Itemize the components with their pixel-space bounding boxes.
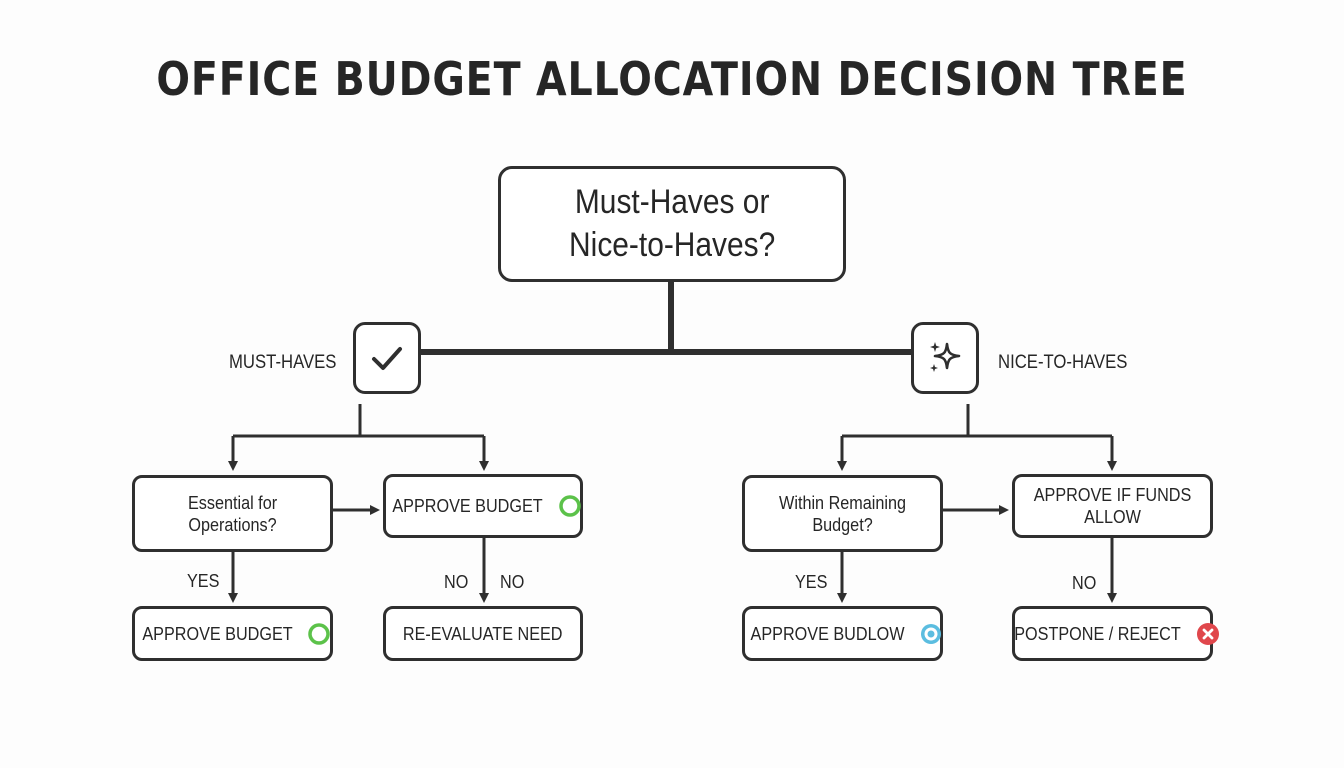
must-haves-label: MUST-HAVES: [229, 352, 337, 373]
approve-if-funds-allow-node: APPROVE IF FUNDS ALLOW: [1012, 474, 1213, 538]
must-no-right-label: NO: [500, 572, 525, 592]
approve-budget-node-top: APPROVE BUDGET: [383, 474, 583, 538]
approve-budget-node-bottom: APPROVE BUDGET: [132, 606, 333, 661]
blue-target-icon: [921, 623, 942, 644]
sparkle-icon: [930, 342, 961, 372]
checkmark-icon: [372, 347, 402, 370]
diagram-title: OFFICE BUDGET ALLOCATION DECISION TREE: [156, 52, 1188, 106]
nice-yes-label: YES: [795, 572, 828, 592]
approve-budget-bottom-label: APPROVE BUDGET: [142, 623, 293, 644]
nice-no-label: NO: [1072, 573, 1097, 593]
essential-line2: Operations?: [188, 514, 277, 535]
root-question-line2: Nice-to-Haves?: [568, 226, 776, 264]
green-circle-icon: [558, 495, 581, 517]
postpone-reject-label: POSTPONE / REJECT: [1014, 623, 1181, 644]
nice-to-haves-icon-box: [911, 322, 979, 394]
approve-budget-top-label: APPROVE BUDGET: [392, 496, 544, 516]
root-question-node: Must-Haves or Nice-to-Haves?: [498, 166, 846, 282]
re-evaluate-need-label: RE-EVALUATE NEED: [403, 623, 563, 644]
approve-if-line2: ALLOW: [1084, 507, 1141, 527]
root-question-line1: Must-Haves or: [574, 183, 770, 221]
approve-if-line1: APPROVE IF FUNDS: [1033, 485, 1192, 505]
within-budget-line2: Budget?: [812, 514, 873, 535]
approve-budlow-node: APPROVE BUDLOW: [742, 606, 943, 661]
re-evaluate-need-node: RE-EVALUATE NEED: [383, 606, 583, 661]
must-haves-icon-box: [353, 322, 421, 394]
within-budget-question-node: Within Remaining Budget?: [742, 475, 943, 552]
postpone-reject-node: POSTPONE / REJECT: [1012, 606, 1220, 661]
within-budget-line1: Within Remaining: [779, 492, 906, 513]
must-no-left-label: NO: [444, 572, 469, 592]
approve-budlow-label: APPROVE BUDLOW: [750, 623, 905, 644]
essential-question-node: Essential for Operations?: [132, 475, 333, 552]
red-x-icon: [1197, 622, 1220, 645]
green-circle-icon: [308, 622, 330, 645]
essential-line1: Essential for: [187, 492, 278, 513]
must-yes-label: YES: [187, 571, 220, 591]
nice-to-haves-label: NICE-TO-HAVES: [998, 352, 1128, 373]
